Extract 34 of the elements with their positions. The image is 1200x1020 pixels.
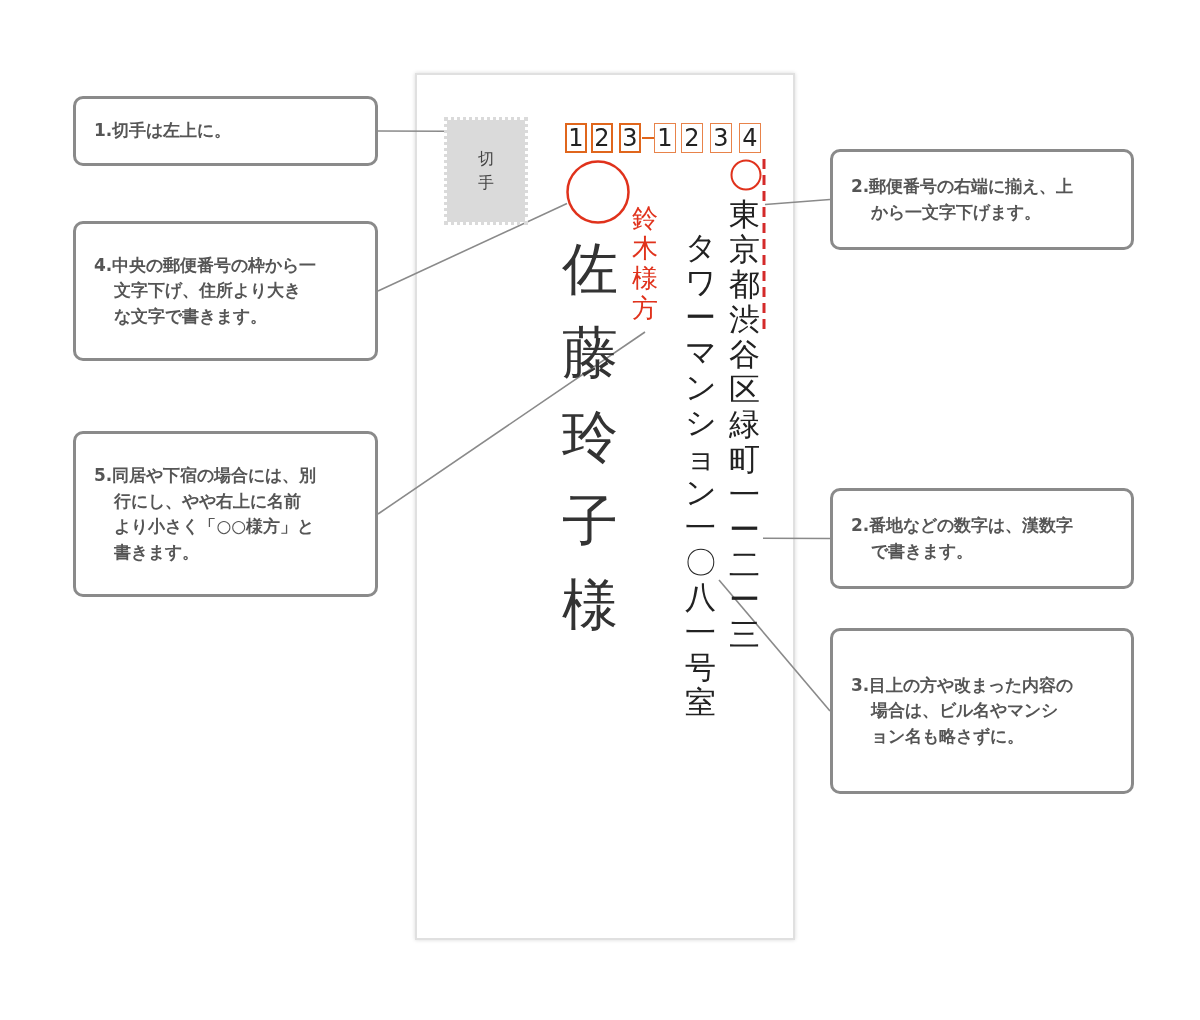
- care-of-text: 鈴木様方: [632, 204, 658, 324]
- stamp-label: 切手: [478, 148, 494, 194]
- callout-text: 2.郵便番号の右端に揃え、上から一文字下げます。: [851, 175, 1075, 224]
- address-text: 東京都渋谷区緑町一ー二ー三: [729, 197, 760, 653]
- callout-text: 2.番地などの数字は、漢数字で書きます。: [851, 514, 1075, 563]
- callout-box: [830, 628, 1134, 794]
- callout-box: [830, 149, 1134, 250]
- postal-code-box: 1: [565, 123, 587, 153]
- callout-box: [830, 488, 1134, 589]
- circle-mark: [730, 159, 762, 191]
- leader-line: [762, 537, 831, 540]
- recipient-name: 佐藤玲子様: [562, 227, 618, 647]
- postal-code-box: 2: [681, 123, 703, 153]
- callout-text: 3.目上の方や改まった内容の場合は、ビル名やマンション名も略さずに。: [851, 673, 1075, 748]
- address-text: タワーマンション一〇八一号室: [685, 230, 716, 721]
- callout-box: [73, 431, 378, 597]
- callout-box: [73, 221, 378, 361]
- postal-code-box: 3: [619, 123, 641, 153]
- callout-text: 5.同居や下宿の場合には、別行にし、やや右上に名前より小さく「○○様方」と書きます。: [94, 464, 318, 564]
- callout-text: 4.中央の郵便番号の枠から一文字下げ、住所より大きな文字で書きます。: [94, 253, 318, 328]
- postal-code-box: 3: [710, 123, 732, 153]
- leader-line: [377, 331, 646, 515]
- leader-line: [377, 202, 568, 292]
- envelope: [415, 73, 795, 940]
- postal-code-box: 1: [654, 123, 676, 153]
- callout-text: 1.切手は左上に。: [94, 119, 233, 143]
- leader-line: [764, 198, 831, 206]
- leader-line: [718, 579, 831, 712]
- postal-code-box: 4: [739, 123, 761, 153]
- callout-box: [73, 96, 378, 166]
- leader-line: [377, 130, 446, 133]
- circle-mark: [566, 160, 630, 224]
- postal-code-box: 2: [591, 123, 613, 153]
- stamp: [447, 120, 525, 222]
